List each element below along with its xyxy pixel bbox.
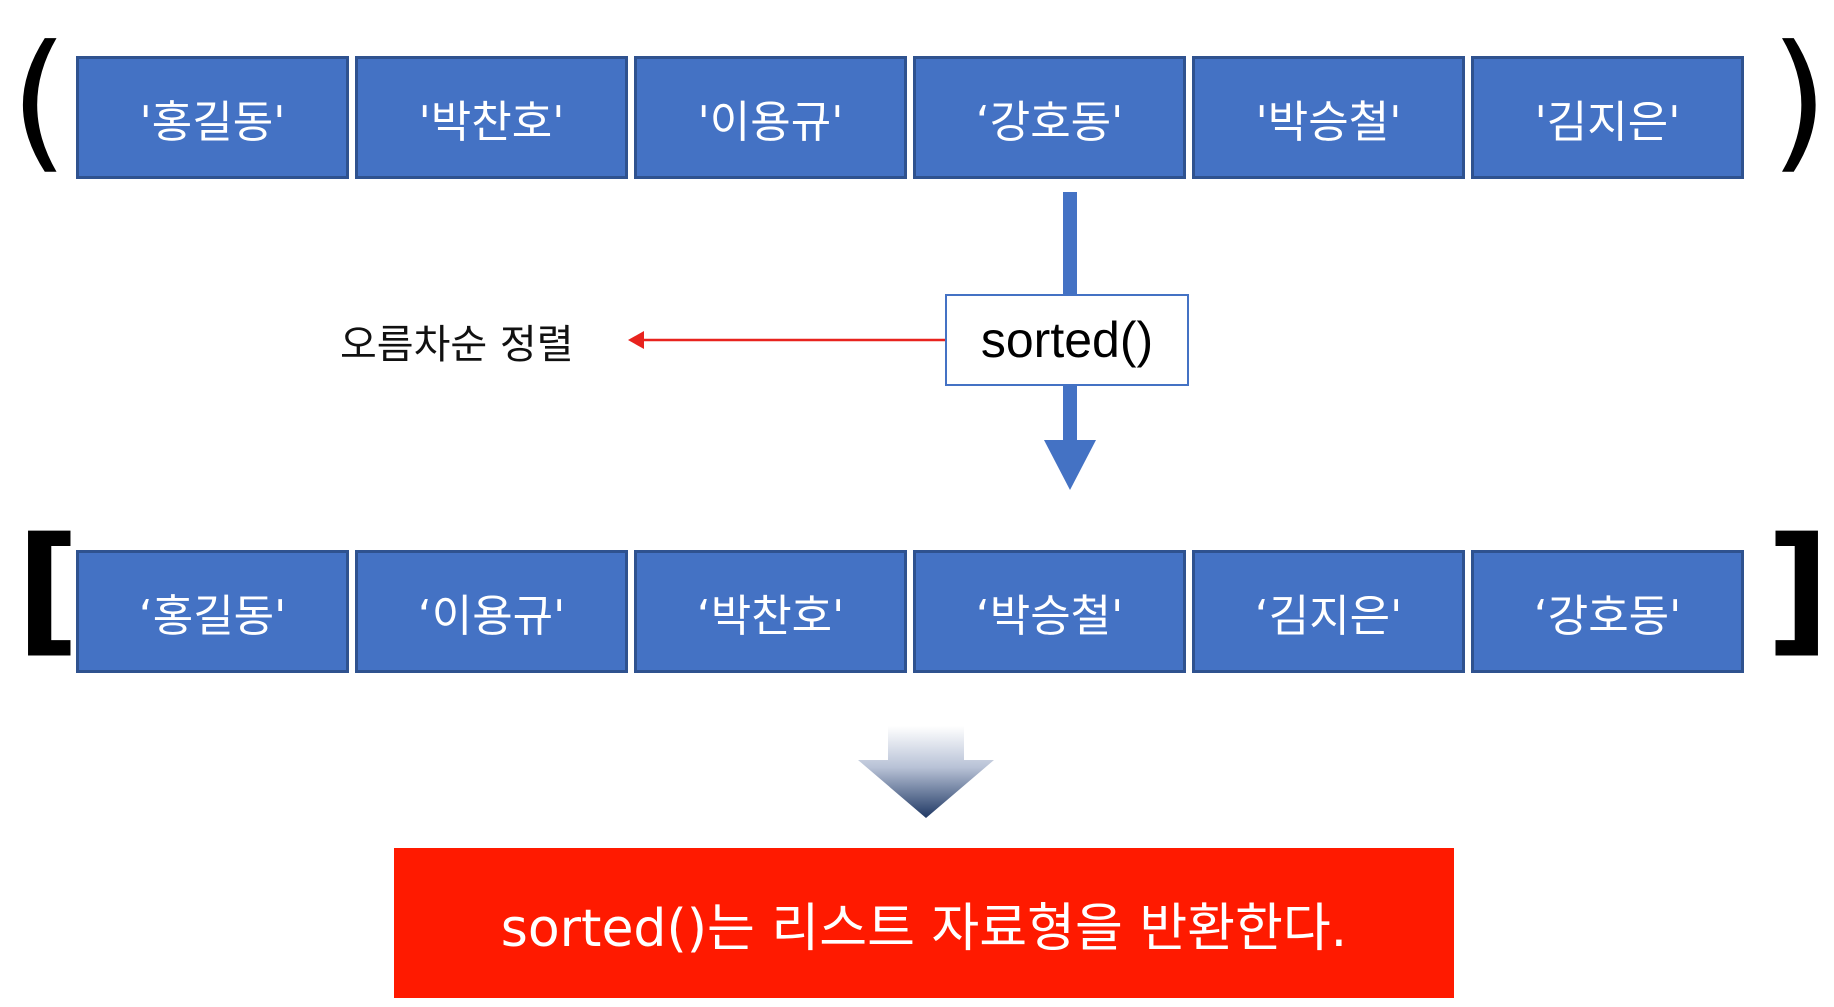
tuple-item: '박찬호' — [355, 56, 628, 179]
tuple-item: '이용규' — [634, 56, 907, 179]
list-item: ‘박찬호' — [634, 550, 907, 673]
list-item: ‘홍길동' — [76, 550, 349, 673]
list-close-bracket: ] — [1766, 508, 1830, 671]
tuple-item: ‘강호동' — [913, 56, 1186, 179]
flow-line-upper — [1063, 192, 1077, 294]
tuple-open-paren: ( — [10, 14, 69, 188]
ascending-sort-label: 오름차순 정렬 — [340, 322, 574, 368]
sorted-function-box: sorted() — [945, 294, 1189, 386]
list-item: ‘이용규' — [355, 550, 628, 673]
tuple-item: '김지은' — [1471, 56, 1744, 179]
conclusion-text: sorted()는 리스트 자료형을 반환한다. — [500, 898, 1348, 959]
list-item: ‘강호동' — [1471, 550, 1744, 673]
tuple-item: '박승철' — [1192, 56, 1465, 179]
list-row: ‘홍길동' ‘이용규' ‘박찬호' ‘박승철' ‘김지은' ‘강호동' — [76, 550, 1744, 673]
list-item: ‘박승철' — [913, 550, 1186, 673]
list-open-bracket: [ — [16, 508, 80, 671]
list-item: ‘김지은' — [1192, 550, 1465, 673]
flow-arrowhead — [1044, 440, 1096, 490]
flow-line-lower — [1063, 386, 1077, 442]
tuple-item: '홍길동' — [76, 56, 349, 179]
result-arrow — [858, 726, 994, 818]
tuple-row: '홍길동' '박찬호' '이용규' ‘강호동' '박승철' '김지은' — [76, 56, 1744, 179]
sort-note-arrowhead — [628, 331, 644, 349]
conclusion-banner: sorted()는 리스트 자료형을 반환한다. — [394, 848, 1454, 998]
tuple-close-paren: ) — [1770, 14, 1829, 188]
